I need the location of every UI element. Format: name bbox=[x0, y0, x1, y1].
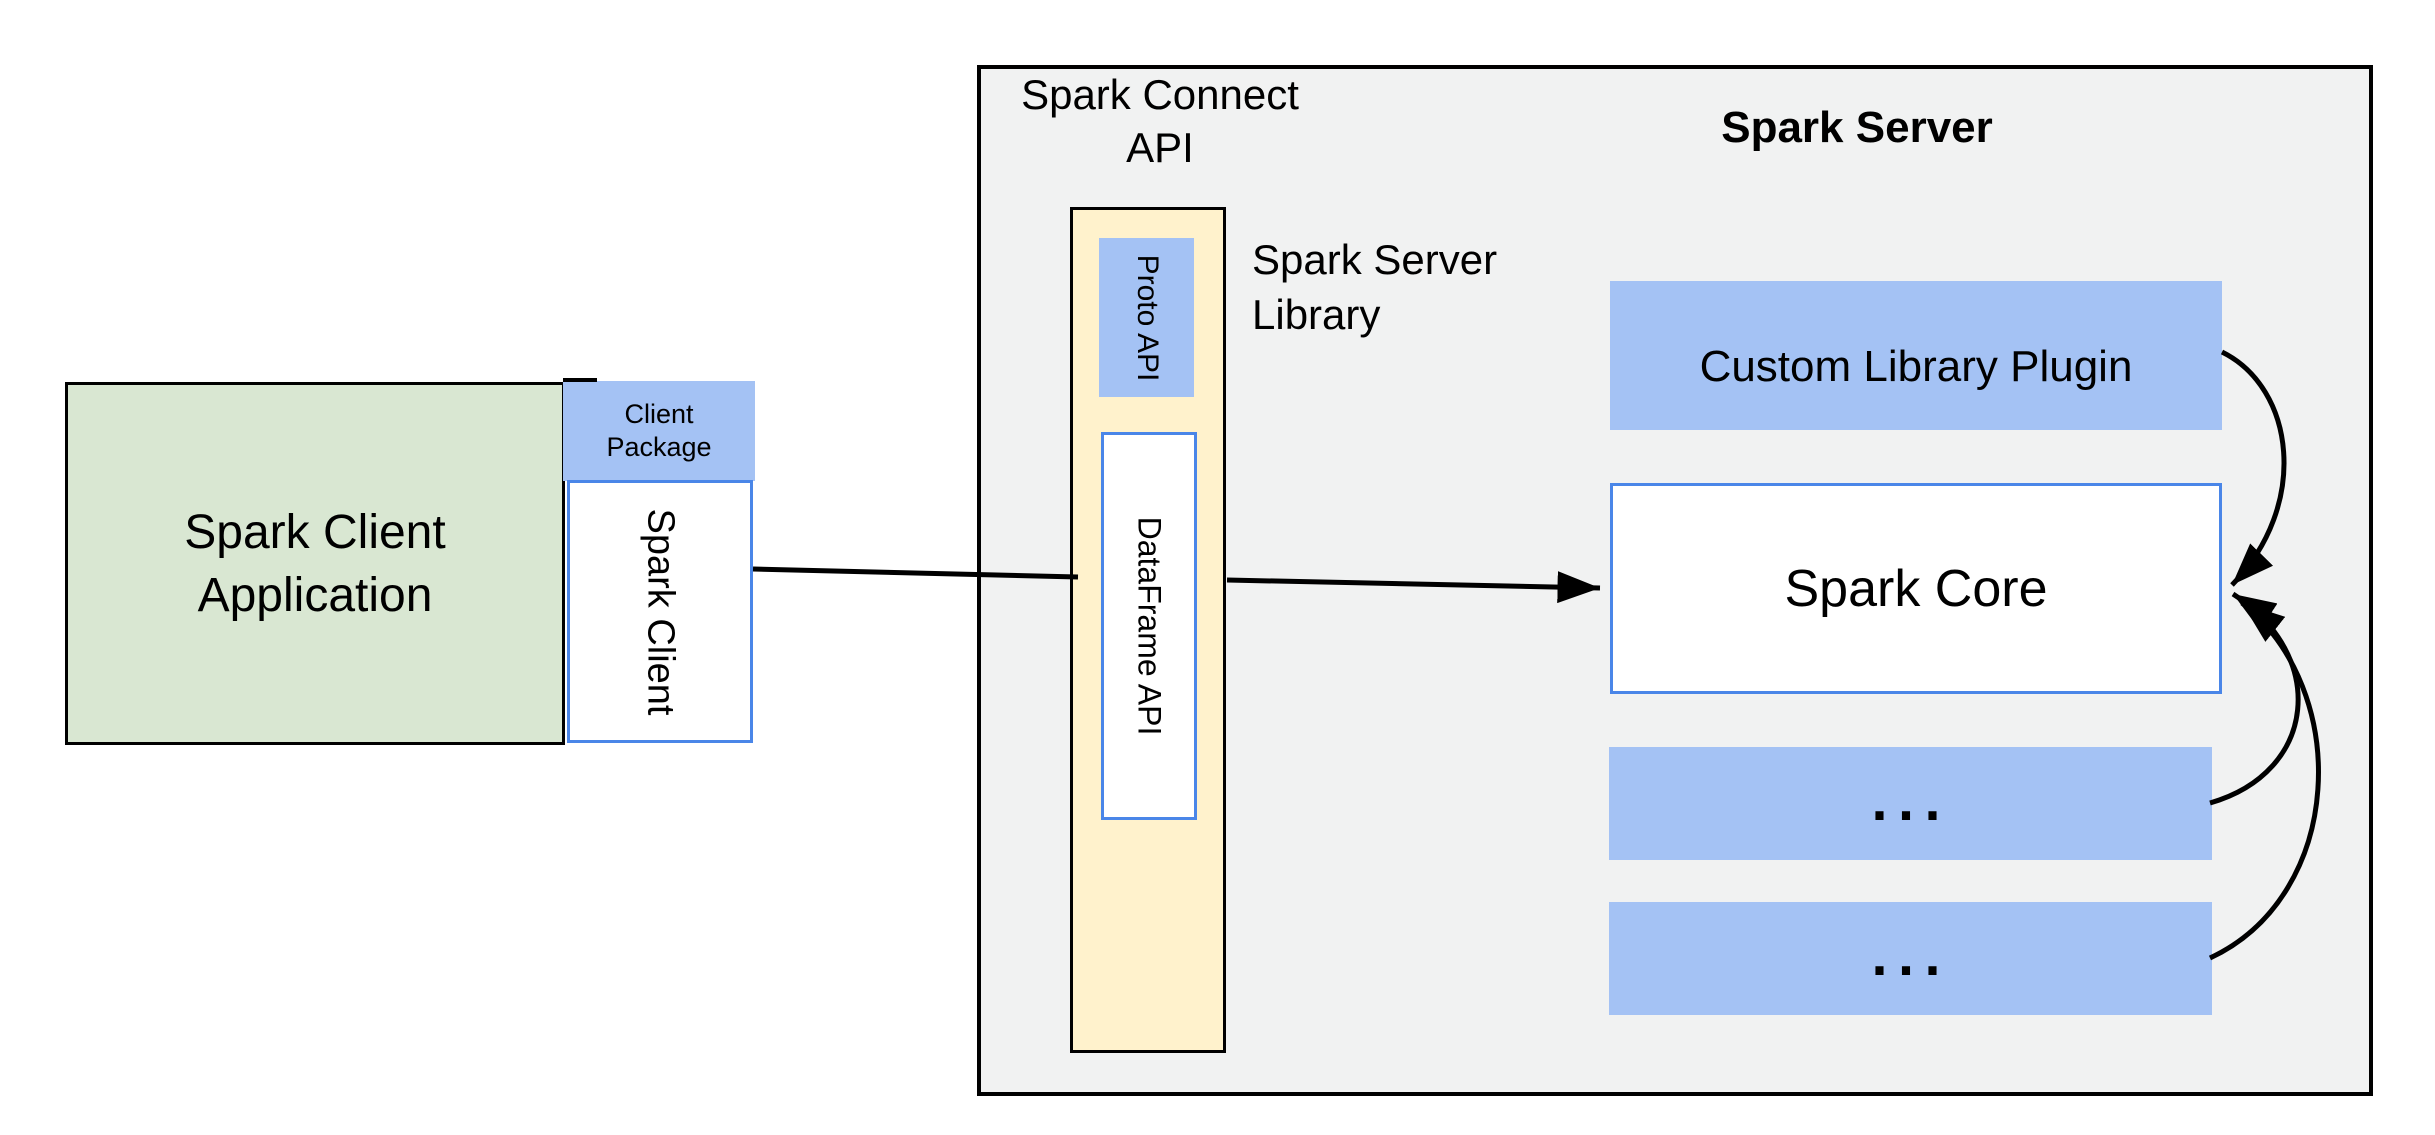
proto-api-label: Proto API bbox=[1130, 254, 1164, 381]
spark-core-label: Spark Core bbox=[1784, 559, 2048, 618]
spark-client-application-box: Spark Client Application bbox=[65, 382, 565, 745]
spark-client-label: Spark Client bbox=[639, 508, 682, 715]
client-package-box: Client Package bbox=[563, 381, 755, 481]
spark-server-library-label: Spark Server Library bbox=[1252, 236, 1498, 338]
custom-library-plugin-box: Custom Library Plugin bbox=[1610, 281, 2222, 430]
more-plugins-label-1: ... bbox=[1870, 776, 1951, 831]
spark-server-title: Spark Server bbox=[1721, 103, 1993, 152]
more-plugins-label-2: ... bbox=[1870, 931, 1951, 986]
client-package-label: Client Package bbox=[606, 399, 712, 462]
dataframe-api-box: DataFrame API bbox=[1101, 432, 1197, 820]
spark-connect-api-label: Spark Connect API bbox=[1021, 71, 1299, 171]
dataframe-api-label: DataFrame API bbox=[1131, 516, 1168, 736]
spark-client-box: Spark Client bbox=[567, 480, 753, 743]
spark-core-box: Spark Core bbox=[1610, 483, 2222, 694]
more-plugins-box-2: ... bbox=[1609, 902, 2212, 1015]
proto-api-box: Proto API bbox=[1099, 238, 1194, 397]
more-plugins-box-1: ... bbox=[1609, 747, 2212, 860]
spark-client-application-label: Spark Client Application bbox=[184, 505, 446, 622]
custom-library-plugin-label: Custom Library Plugin bbox=[1699, 341, 2133, 391]
